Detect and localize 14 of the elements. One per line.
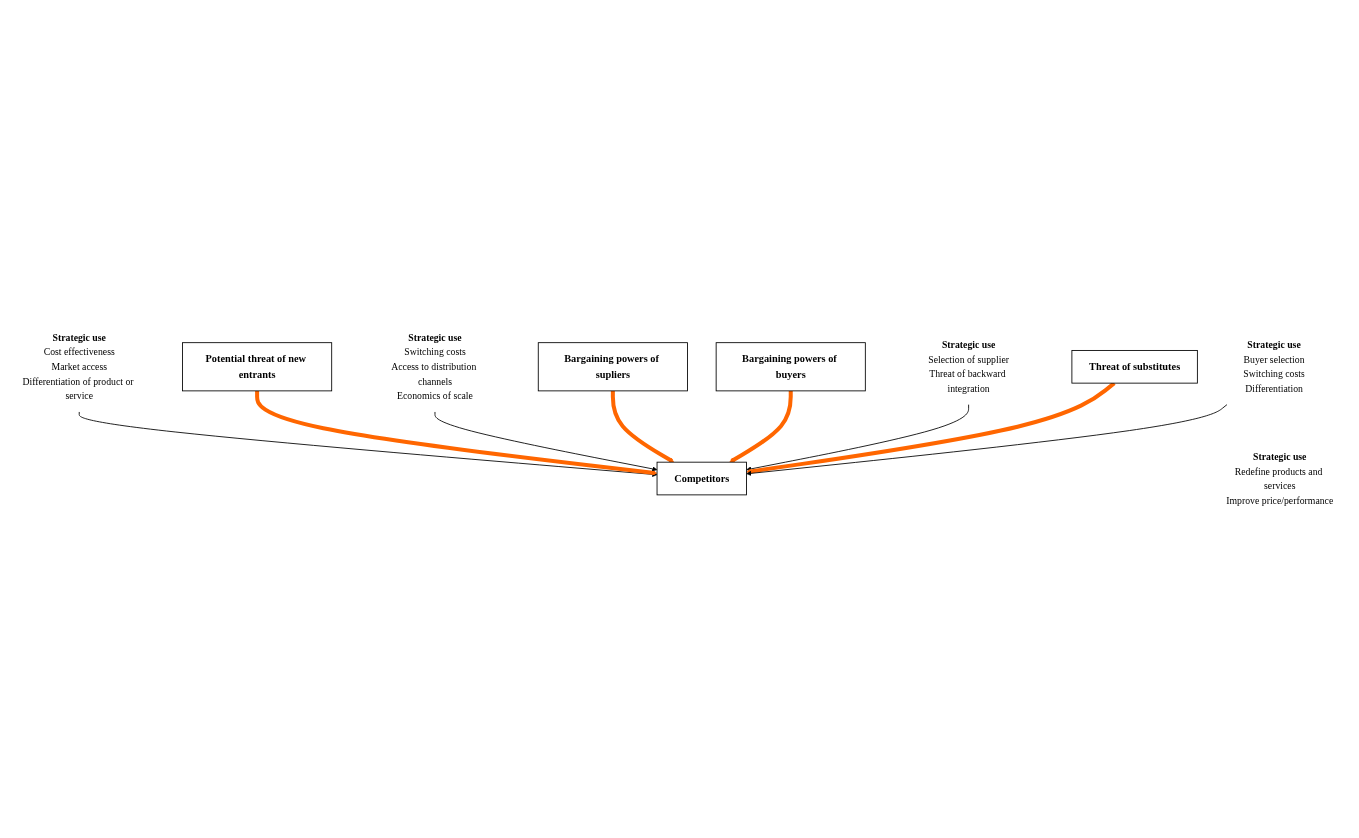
node-label: Improve price/performance xyxy=(1226,494,1334,506)
node-box: Threat of substitutes xyxy=(1071,350,1198,384)
node-text: Strategic use Buyer selection Switching costs Differentiation xyxy=(1243,339,1305,395)
node-text: Strategic use Selection of supplier Threat of backward integration xyxy=(928,339,1009,395)
node-box: Competitors xyxy=(656,461,747,496)
node-label: Strategic use xyxy=(1253,450,1307,462)
node-box: Potential threat of new entrants xyxy=(182,342,333,392)
arrow xyxy=(729,390,793,463)
arrow xyxy=(610,390,675,463)
node-text: Strategic use Switching costs Access to distribution channels Economics of scale xyxy=(391,331,477,402)
node-box: Bargaining powers of supliers xyxy=(537,342,688,392)
node-box: Bargaining powers of buyers xyxy=(715,342,866,392)
node-label: Redefine products and services xyxy=(1234,465,1323,492)
node-text: Strategic use Cost effectiveness Market access Differentiation of product or service xyxy=(22,331,134,402)
